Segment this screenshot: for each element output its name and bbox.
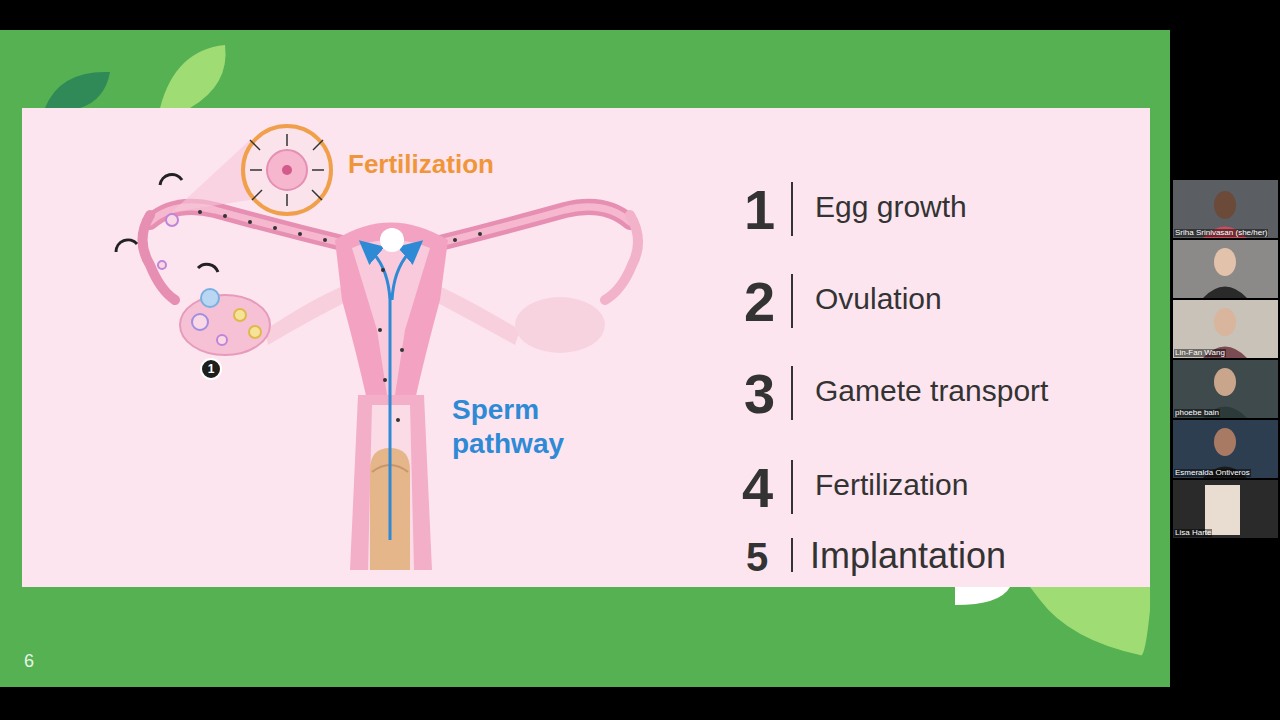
video-tile: Lisa Harte <box>1173 480 1278 538</box>
step-number: 1 <box>744 178 775 242</box>
participant-name: Lisa Harte <box>1174 529 1212 537</box>
callout-circle: 1 <box>200 358 222 380</box>
step-number: 4 <box>742 456 773 520</box>
step-number: 5 <box>746 534 768 580</box>
participant-name: Sriha Srinivasan (she/her) <box>1174 229 1268 237</box>
step-label: Implantation <box>810 535 1006 576</box>
callout-number: 1 <box>208 363 215 375</box>
inset-title: Fertilization <box>348 150 494 180</box>
video-tile: phoebe bain <box>1173 360 1278 418</box>
video-tile: Sriha Srinivasan (she/her) <box>1173 180 1278 238</box>
step-number: 2 <box>744 270 775 334</box>
step-label: Fertilization <box>815 468 968 503</box>
slide-number: 6 <box>24 651 34 672</box>
pathway-label: Sperm pathway <box>452 393 602 460</box>
participant-name: phoebe bain <box>1174 409 1220 417</box>
step-number: 3 <box>744 362 775 426</box>
video-tile: Esmeralda Ontiveros <box>1173 420 1278 478</box>
step-label: Gamete transport <box>815 374 1048 409</box>
video-tile: Lin-Fan Wang <box>1173 300 1278 358</box>
step-label: Ovulation <box>815 282 942 317</box>
participant-name: Lin-Fan Wang <box>1174 349 1226 357</box>
step-label: Egg growth <box>815 190 967 225</box>
participant-name: Esmeralda Ontiveros <box>1174 469 1251 477</box>
